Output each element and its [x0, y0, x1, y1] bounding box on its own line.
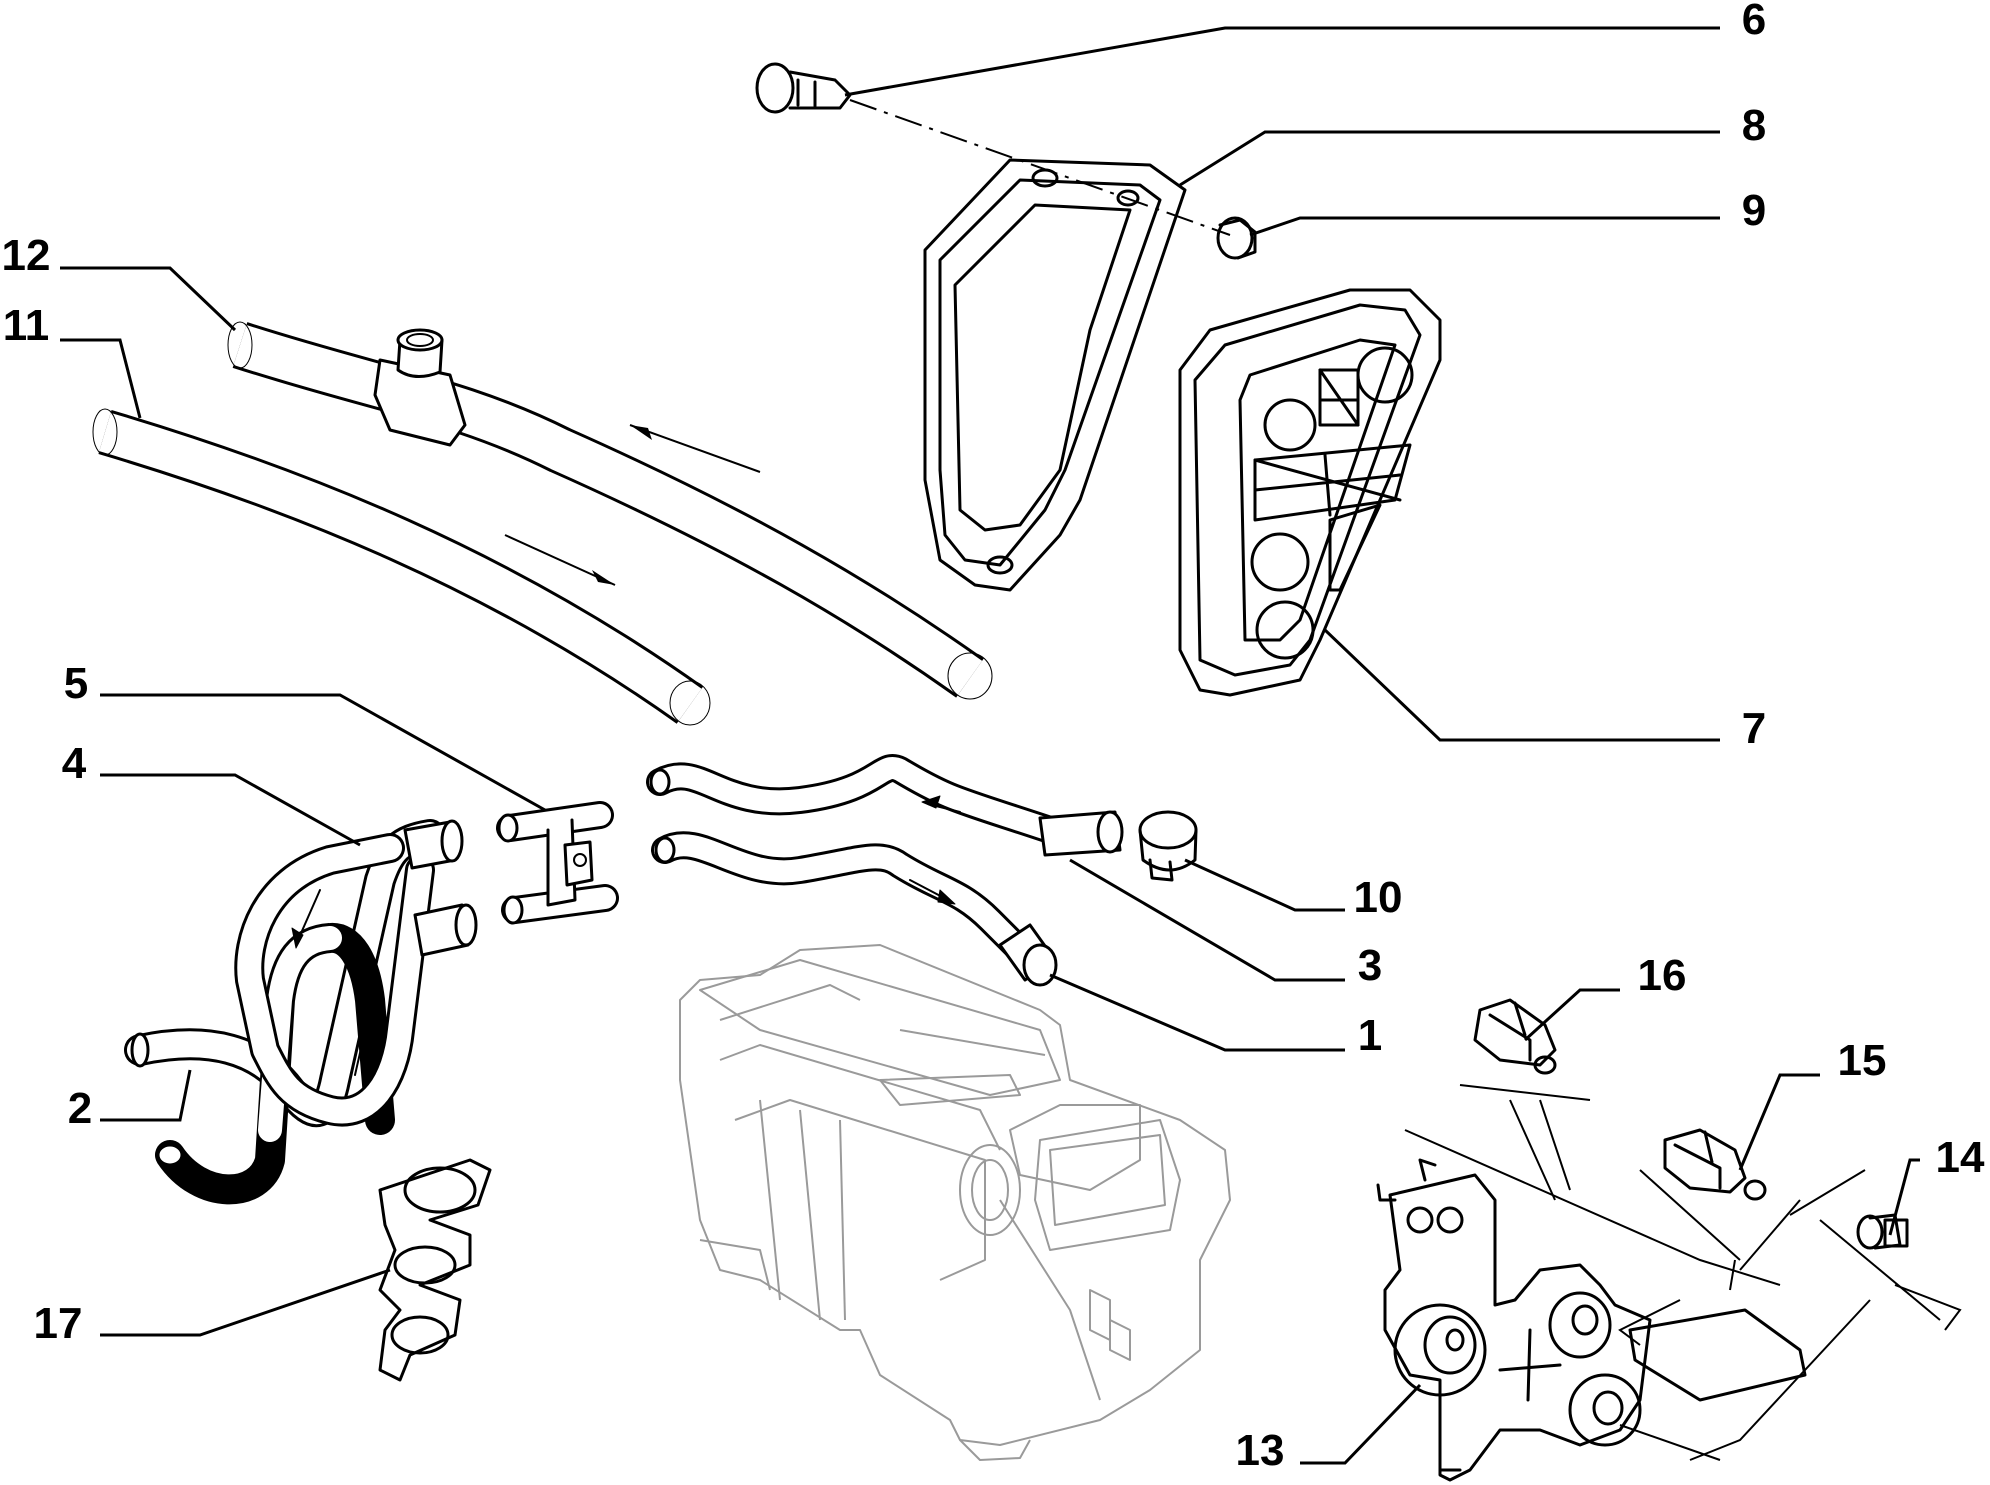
part-7-plate	[1178, 288, 1442, 697]
part-9-nut	[1216, 216, 1257, 260]
assembly-axis-line	[849, 99, 1231, 236]
flow-arrows-hoses	[504, 424, 761, 586]
callout-3: 3	[1358, 941, 1382, 990]
callout-10: 10	[1354, 873, 1403, 922]
part-3-pipe	[646, 754, 1124, 857]
callout-9: 9	[1742, 186, 1766, 235]
callout-15: 15	[1838, 1036, 1887, 1085]
assembly-reference-lines	[1404, 1084, 1962, 1461]
part-14-fastener	[1856, 1213, 1909, 1250]
callout-5: 5	[64, 659, 88, 708]
part-13-bracket	[1376, 1158, 1807, 1482]
callout-2: 2	[68, 1084, 92, 1133]
callout-4: 4	[62, 739, 87, 788]
heater-housing-ghost	[679, 944, 1231, 1461]
part-1-pipe	[651, 831, 1058, 987]
callout-8: 8	[1742, 101, 1766, 150]
callout-7: 7	[1742, 704, 1766, 753]
callout-6: 6	[1742, 0, 1766, 44]
part-5-connector	[496, 801, 619, 925]
part-8-gasket	[923, 158, 1187, 592]
callout-1: 1	[1358, 1011, 1382, 1060]
callout-16: 16	[1638, 951, 1687, 1000]
part-11-hose	[92, 408, 711, 726]
callout-12: 12	[2, 231, 51, 280]
part-10-clamp	[1138, 810, 1198, 882]
callout-13: 13	[1236, 1426, 1285, 1475]
part-12-hose-with-tee	[227, 321, 993, 700]
callout-14: 14	[1936, 1133, 1985, 1182]
part-17-clip	[378, 1158, 492, 1382]
leader-lines	[60, 26, 1920, 1465]
part-6-screw	[755, 62, 852, 114]
part-15-clip	[1663, 1128, 1767, 1201]
callout-11: 11	[3, 301, 50, 350]
callout-17: 17	[34, 1299, 83, 1348]
part-4-pipe-assembly	[124, 819, 478, 1205]
part-16-clip	[1473, 998, 1557, 1075]
